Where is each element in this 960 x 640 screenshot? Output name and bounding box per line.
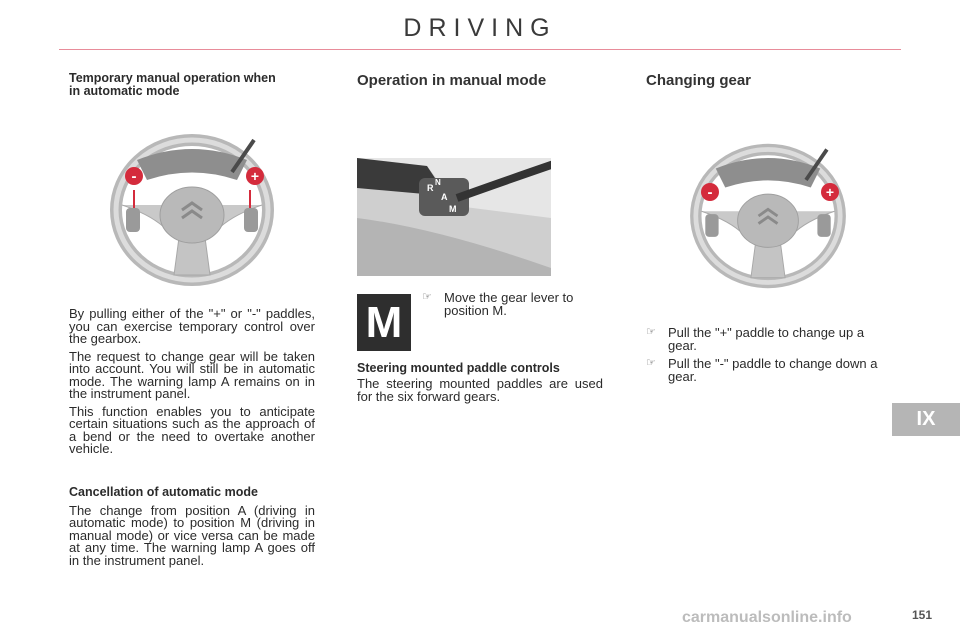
column-temporary-manual: Temporary manual operation when in autom…: [69, 72, 315, 572]
column-manual-mode: Operation in manual mode R N A M M ☞ Mov…: [357, 72, 603, 403]
paragraph-cancellation: The change from position A (driving in a…: [69, 502, 315, 568]
paragraph-gear-request: The request to change gear will be taken…: [69, 348, 315, 401]
section-heading-changing-gear: Changing gear: [646, 72, 752, 89]
bullet-change-up: ☞ Pull the "+" paddle to change up a gea…: [646, 325, 865, 353]
page-number: 151: [912, 608, 933, 622]
steering-wheel-illustration: - +: [110, 134, 274, 286]
column-changing-gear: Changing gear - + ☞ Pull the "+" paddle …: [646, 72, 892, 388]
bullet-move-lever: ☞ Move the gear lever to position M.: [422, 290, 574, 318]
pointing-hand-icon: ☞: [422, 291, 432, 303]
section-heading-manual-mode: Operation in manual mode: [357, 72, 547, 89]
pointing-hand-icon: ☞: [646, 326, 656, 338]
svg-text:-: -: [708, 184, 713, 201]
gear-lever-illustration: R N A M: [357, 158, 551, 276]
pointing-hand-icon: ☞: [646, 357, 656, 369]
chapter-tab[interactable]: IX: [892, 403, 960, 436]
position-m-icon: M: [357, 294, 411, 351]
section-heading-cancellation: Cancellation of automatic mode: [69, 484, 258, 499]
svg-text:-: -: [132, 168, 137, 185]
svg-text:+: +: [826, 184, 834, 200]
svg-text:R: R: [427, 183, 434, 193]
paragraph-anticipate: This function enables you to anticipate …: [69, 403, 315, 456]
paragraph-paddle-control: By pulling either of the "+" or "-" padd…: [69, 306, 315, 346]
paragraph-paddle-controls: The steering mounted paddles are used fo…: [357, 376, 603, 404]
svg-text:+: +: [251, 168, 259, 184]
steering-wheel-illustration: - +: [690, 143, 846, 289]
svg-text:N: N: [435, 178, 441, 187]
plus-paddle-marker: +: [246, 167, 264, 185]
minus-paddle-marker: -: [125, 167, 143, 185]
plus-paddle-marker: +: [821, 183, 839, 201]
title-rule: [59, 49, 901, 50]
page-title: DRIVING: [403, 14, 557, 42]
section-heading-temporary-manual: Temporary manual operation when in autom…: [69, 71, 276, 98]
minus-paddle-marker: -: [701, 183, 719, 201]
bullet-change-down: ☞ Pull the "-" paddle to change down a g…: [646, 356, 878, 384]
svg-text:A: A: [441, 192, 448, 202]
svg-text:M: M: [449, 204, 457, 214]
section-heading-paddle-controls: Steering mounted paddle controls: [357, 361, 560, 375]
watermark: carmanualsonline.info: [682, 609, 852, 626]
